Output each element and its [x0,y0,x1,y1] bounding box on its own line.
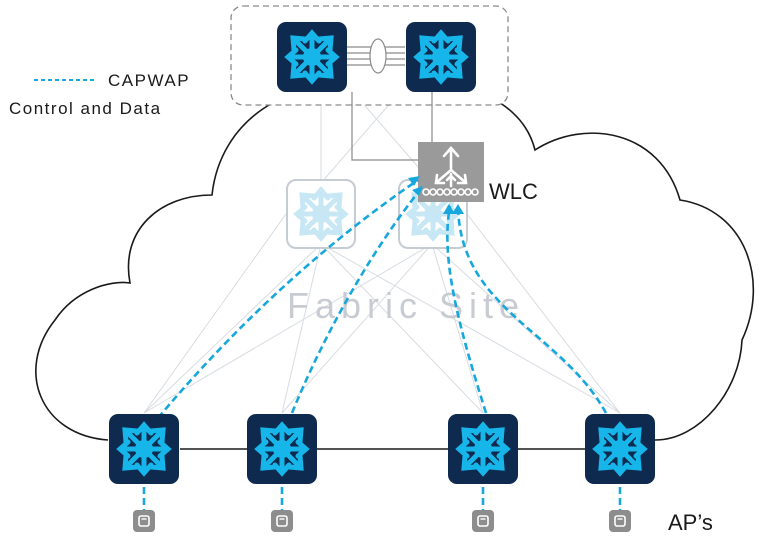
edge-switch-1-icon [109,414,179,484]
access-point-3-icon [471,509,495,533]
access-point-2-icon [270,509,294,533]
access-point-4-icon [608,509,632,533]
fabric-site-cloud [35,82,755,441]
capwap-tunnel-4 [456,205,608,414]
capwap-tunnel-1 [157,178,419,419]
edge-switch-2-icon [247,414,317,484]
legend-capwap-label: CAPWAP [108,71,190,90]
core-switch-right-icon [406,22,476,92]
fabric-mesh [143,54,621,414]
capwap-arrowheads [408,176,464,214]
legend: CAPWAP Control and Data [9,71,190,118]
capwap-tunnel-2 [290,189,422,414]
legend-control-data-label: Control and Data [9,99,162,118]
edge-switch-3-icon [448,414,518,484]
wlc-icon [418,142,484,202]
core-port-channel [347,38,405,74]
capwap-tunnel-3 [446,205,488,414]
edge-switch-4-icon [585,414,655,484]
aps-label: AP’s [668,510,713,535]
access-point-1-icon [132,509,156,533]
fabric-site-label: Fabric Site [287,285,525,326]
core-to-wlc-link [351,92,418,161]
core-switch-left-icon [277,22,347,92]
distribution-switch-left-icon [287,180,355,248]
wlc-label: WLC [489,179,538,204]
